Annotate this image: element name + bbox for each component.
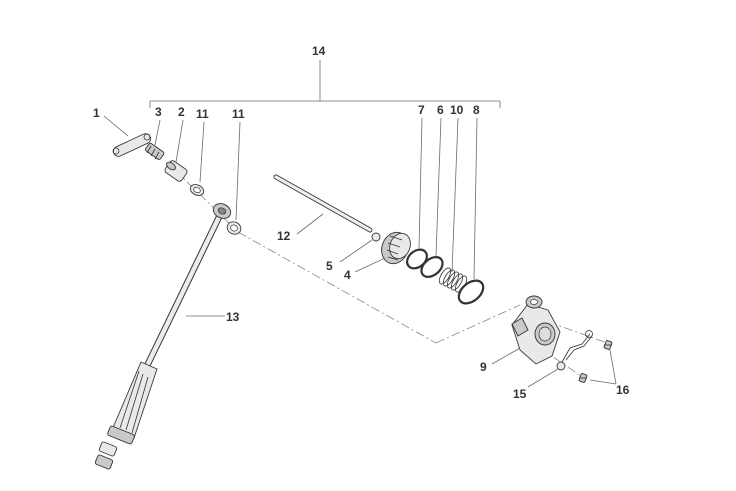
label-12: 12 xyxy=(277,229,291,243)
label-1: 1 xyxy=(93,106,100,120)
label-3: 3 xyxy=(155,105,162,119)
label-5: 5 xyxy=(326,259,333,273)
part-5-ball xyxy=(371,232,381,242)
part-15-clip xyxy=(556,330,593,371)
label-13: 13 xyxy=(226,310,240,324)
part-12-rod xyxy=(273,174,373,233)
label-9: 9 xyxy=(480,360,487,374)
part-10-spring xyxy=(438,267,468,293)
label-11b: 11 xyxy=(232,107,245,121)
label-6: 6 xyxy=(437,103,444,117)
label-7: 7 xyxy=(418,103,425,117)
part-3-nipple xyxy=(145,142,165,160)
part-labels: 1 3 2 11 11 14 12 5 4 7 6 10 8 13 9 15 1… xyxy=(93,44,630,401)
label-8: 8 xyxy=(473,103,480,117)
label-4: 4 xyxy=(344,268,351,282)
label-14: 14 xyxy=(312,44,326,58)
label-11a: 11 xyxy=(196,107,209,121)
part-8-o-ring xyxy=(457,279,485,305)
part-11-washer-b xyxy=(226,221,242,235)
label-15: 15 xyxy=(513,387,527,401)
part-4-valve-body xyxy=(381,231,411,265)
part-1-chain-link xyxy=(112,133,152,157)
leader-lines xyxy=(103,115,617,388)
part-13-lance xyxy=(94,203,232,470)
part-2-fitting xyxy=(164,160,188,182)
label-10: 10 xyxy=(450,103,464,117)
label-16: 16 xyxy=(616,383,630,397)
part-16-screws xyxy=(578,340,613,383)
label-2: 2 xyxy=(178,105,185,119)
assembly-bracket-14 xyxy=(149,60,501,108)
part-6-o-ring xyxy=(420,256,444,278)
part-11-washer-a xyxy=(189,184,205,196)
part-9-housing xyxy=(511,295,561,365)
